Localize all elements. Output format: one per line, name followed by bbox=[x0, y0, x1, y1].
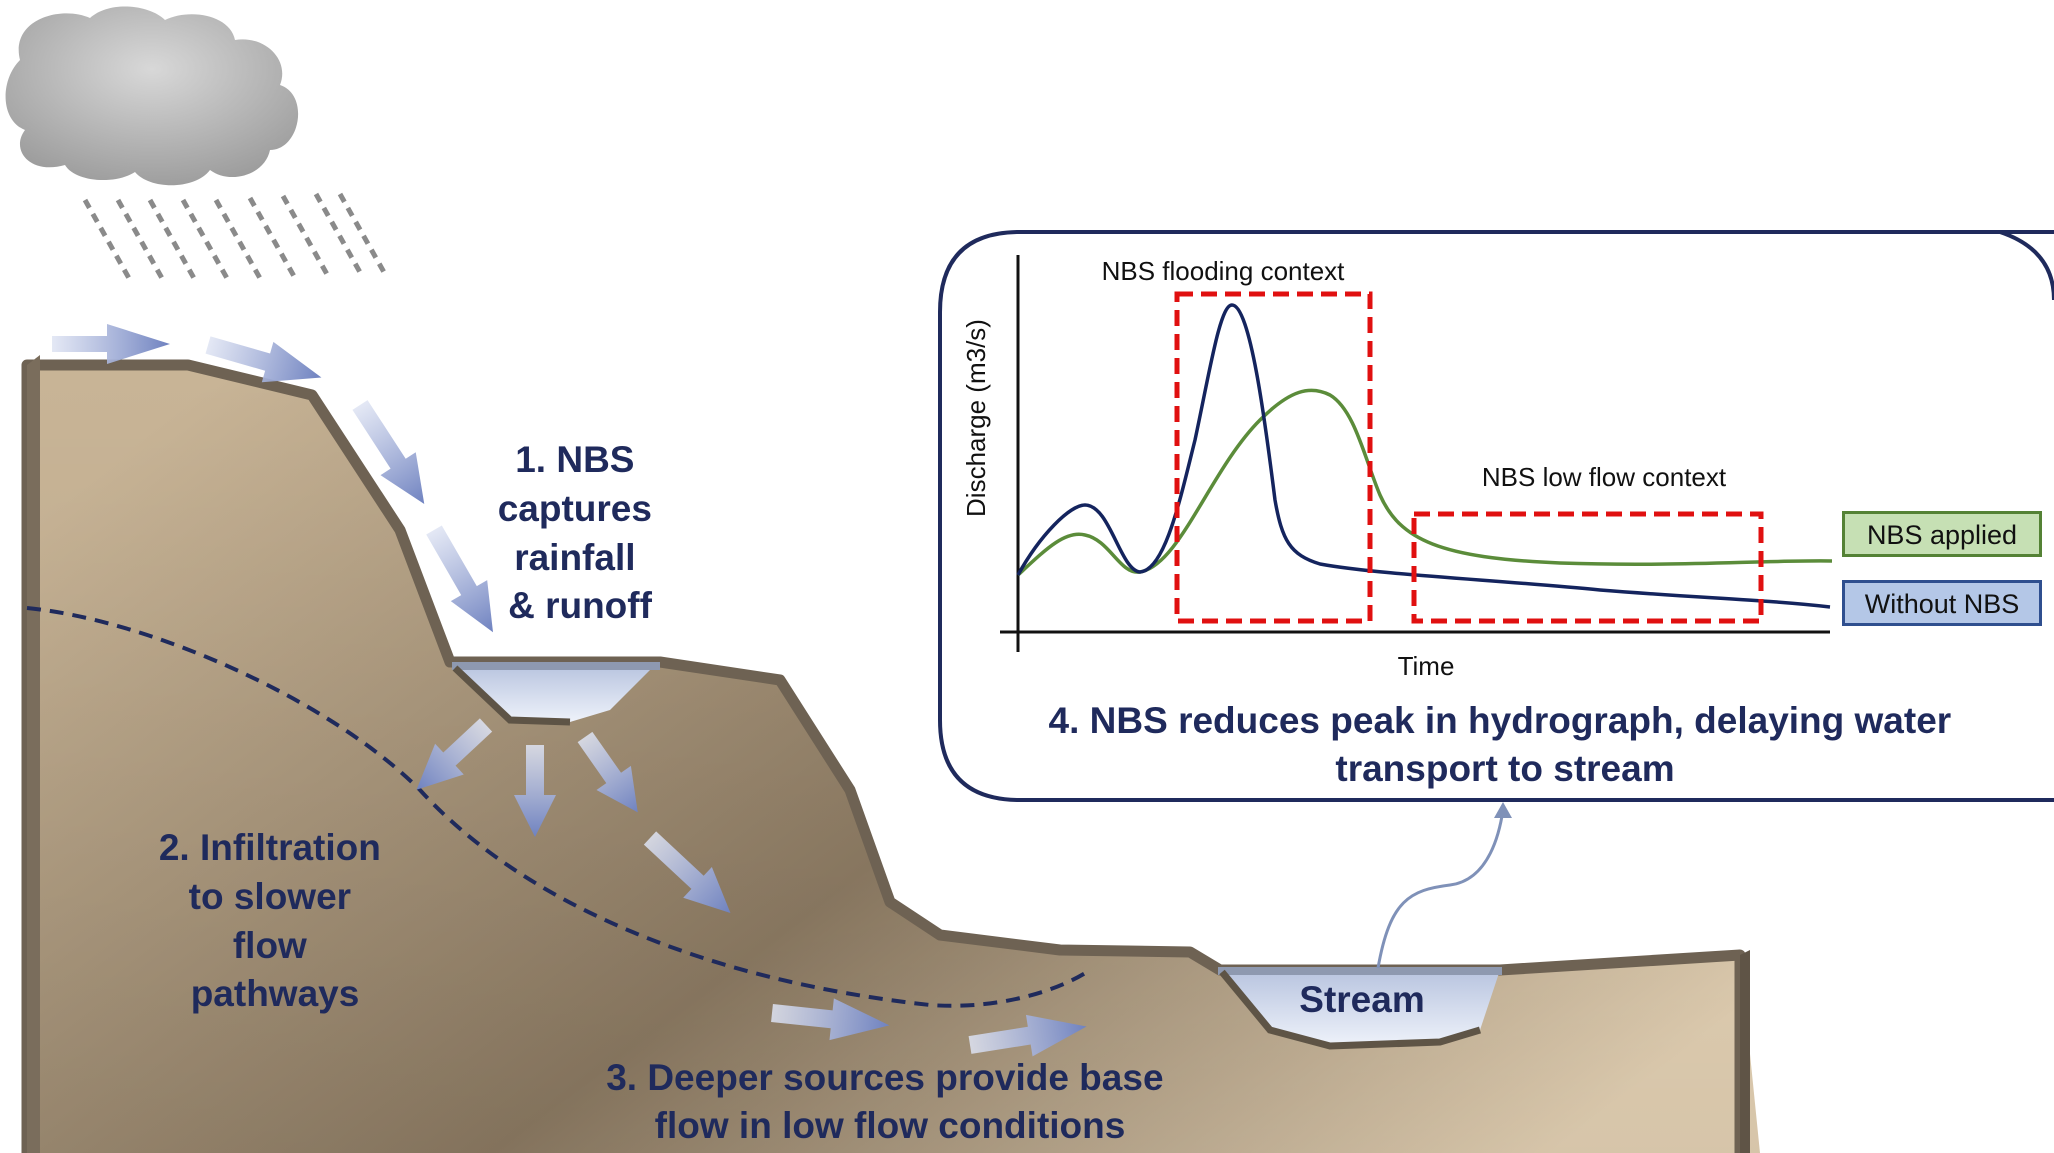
flow-arrow-icon bbox=[352, 400, 425, 504]
hydrograph-panel: Discharge (m3/s) Time NBS flooding conte… bbox=[938, 230, 2054, 802]
flow-arrow-icon bbox=[577, 731, 638, 813]
nbs-pond bbox=[452, 662, 660, 726]
x-axis-label: Time bbox=[1398, 651, 1455, 681]
flow-arrow-icon bbox=[416, 718, 493, 790]
flow-arrows bbox=[52, 324, 1087, 1057]
step3-label: 3. Deeper sources provide base flow in l… bbox=[606, 1057, 1174, 1146]
step1-label: 1. NBS captures rainfall & runoff bbox=[498, 439, 663, 626]
rain-cloud-icon bbox=[5, 6, 388, 282]
flooding-context-box bbox=[1174, 291, 1373, 624]
flow-arrow-icon bbox=[968, 1014, 1087, 1057]
step4-label: 4. NBS reduces peak in hydrograph, delay… bbox=[1049, 700, 1962, 789]
flow-arrow-icon bbox=[205, 336, 322, 383]
step2-label: 2. Infiltration to slower flow pathways bbox=[159, 827, 391, 1014]
slow-flow-pathway-line bbox=[26, 606, 1092, 1008]
legend-nbs-applied: NBS applied bbox=[1842, 511, 2042, 557]
flow-arrow-icon bbox=[771, 998, 890, 1041]
stream-to-panel-connector bbox=[1376, 802, 1512, 969]
stream-channel: Stream bbox=[1218, 967, 1502, 1050]
flooding-context-label: NBS flooding context bbox=[1102, 256, 1346, 286]
flow-arrow-icon bbox=[52, 324, 170, 364]
low-flow-context-label: NBS low flow context bbox=[1482, 462, 1727, 492]
flow-arrow-icon bbox=[426, 525, 493, 633]
y-axis-label: Discharge (m3/s) bbox=[961, 319, 991, 517]
flow-arrow-icon bbox=[643, 831, 731, 914]
series-line-nbs-applied bbox=[1016, 388, 1833, 577]
series-line-without-nbs bbox=[1016, 303, 1831, 609]
flow-arrow-icon bbox=[514, 745, 556, 837]
low-flow-context-box bbox=[1411, 511, 1764, 624]
legend-without-nbs: Without NBS bbox=[1842, 580, 2042, 626]
stream-label: Stream bbox=[1299, 979, 1424, 1020]
